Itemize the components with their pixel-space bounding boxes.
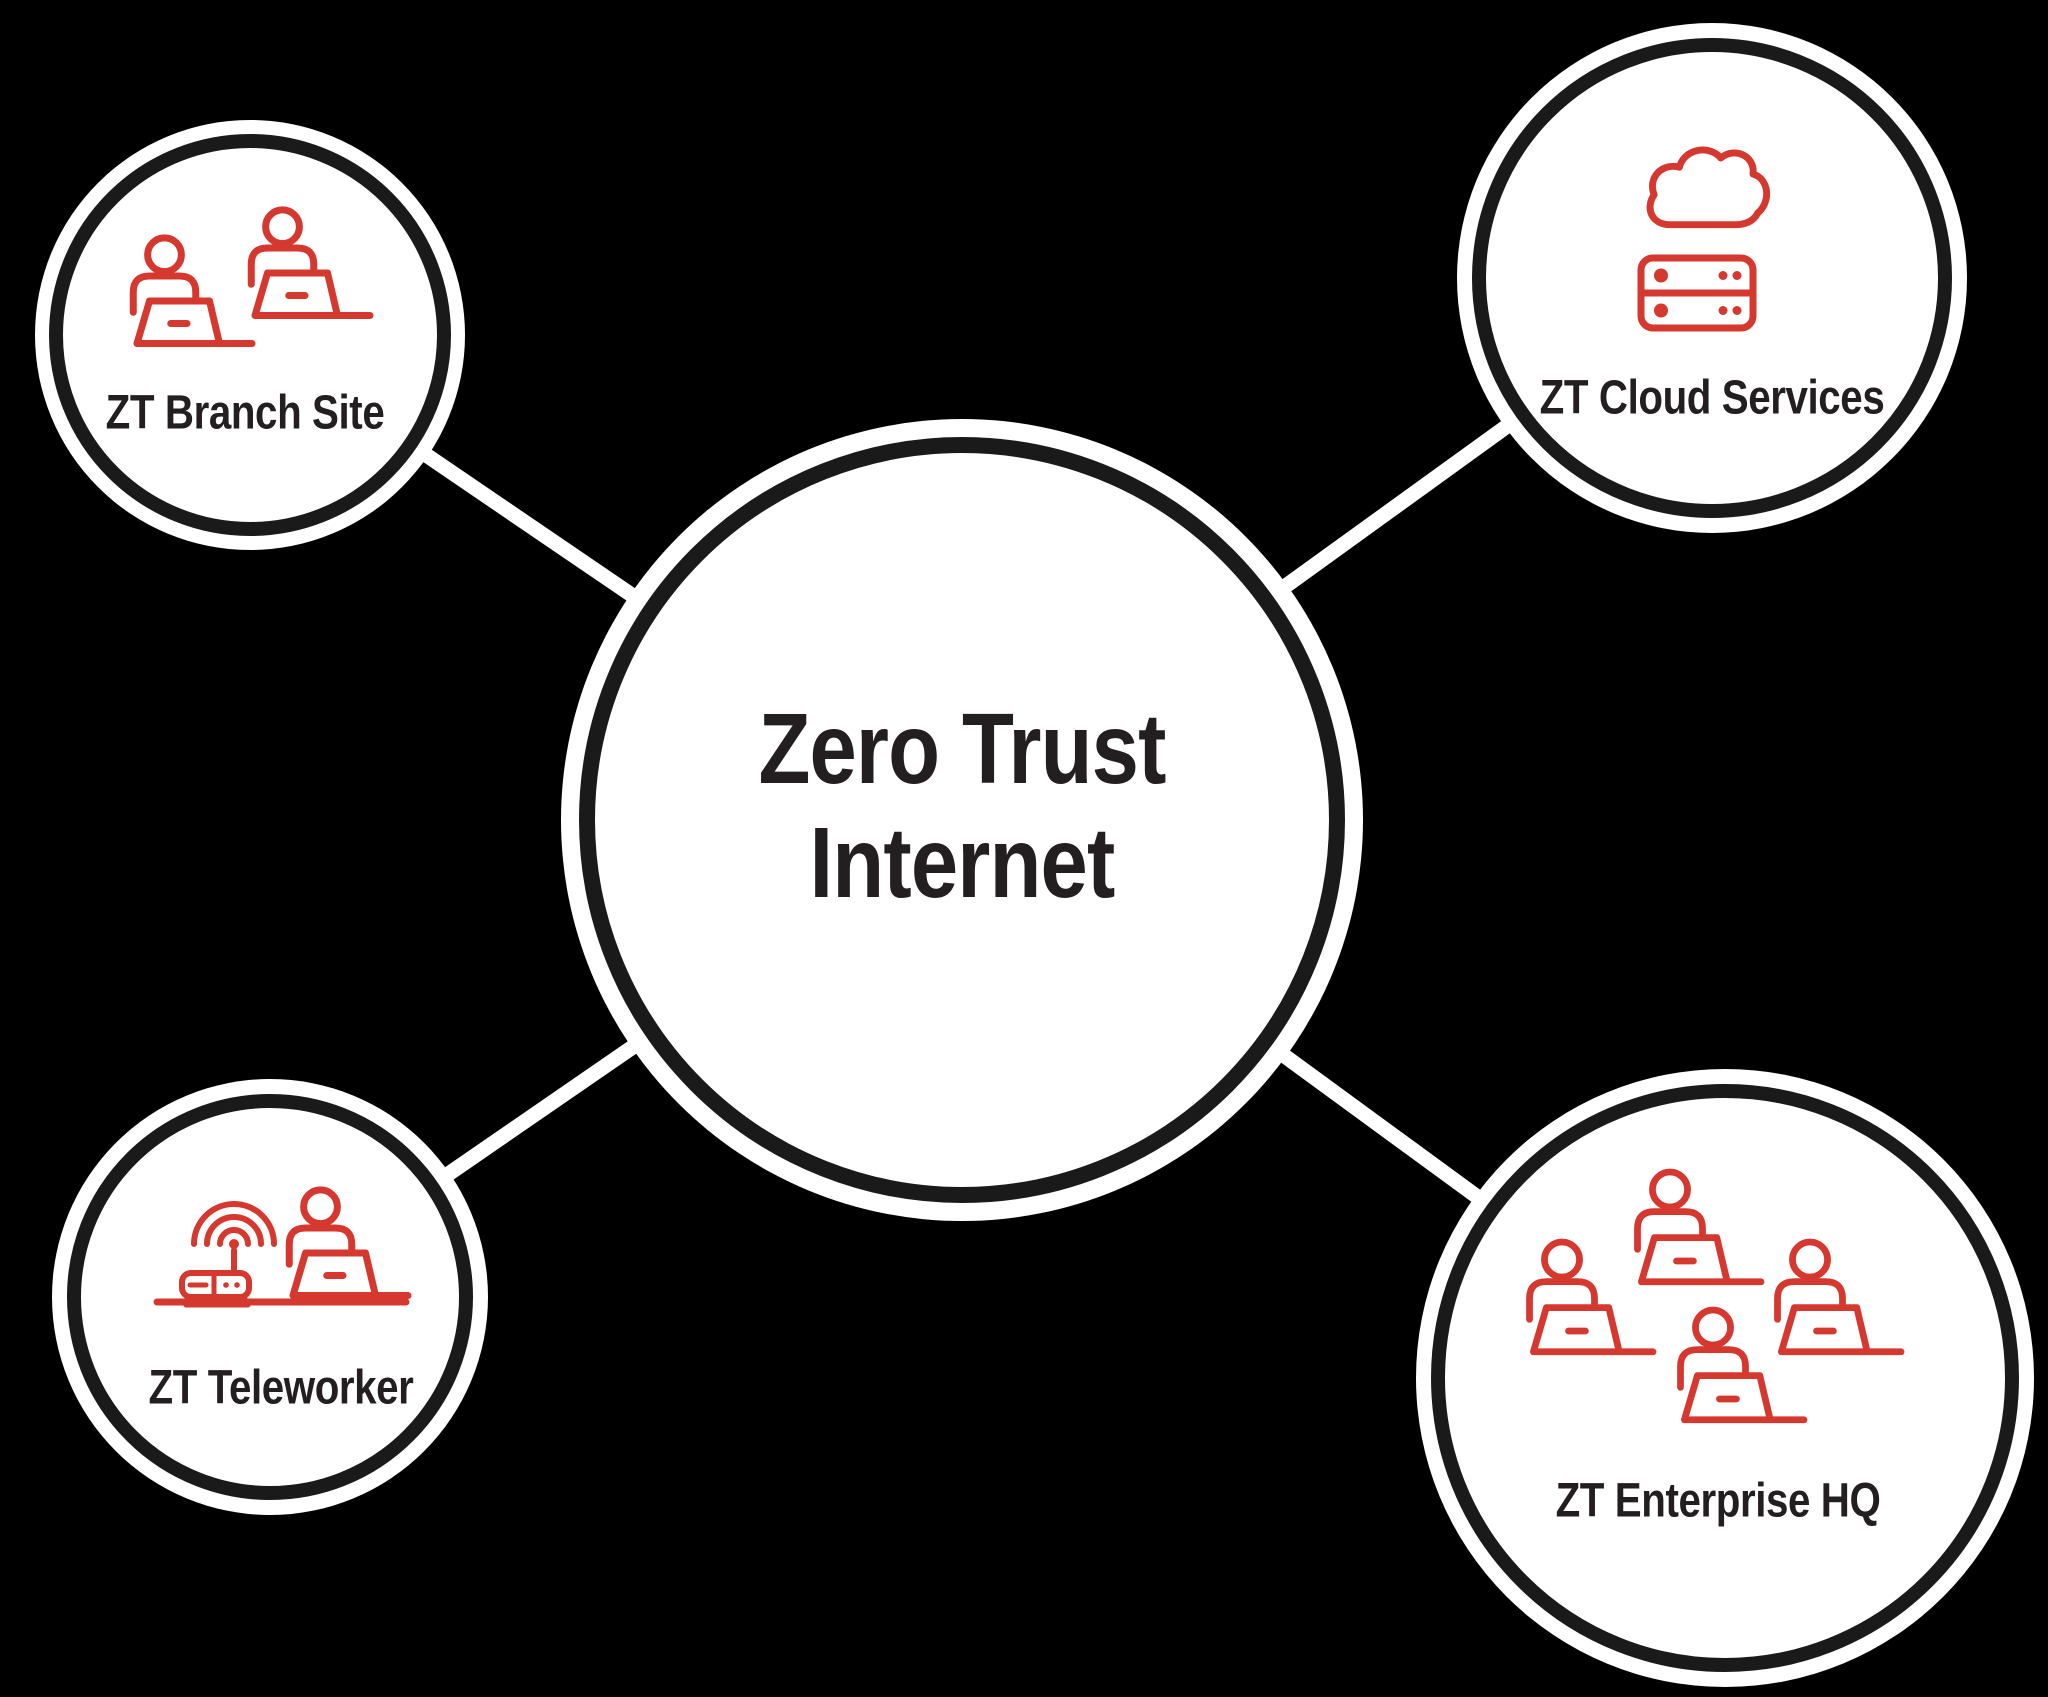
node-center xyxy=(561,419,1363,1221)
wifi-router-and-user-laptop-icon xyxy=(153,1190,408,1308)
center-node-label: Zero Trust Internet xyxy=(758,692,1166,920)
center-label-line1: Zero Trust xyxy=(758,693,1166,805)
enterprise-node-label: ZT Enterprise HQ xyxy=(1555,1474,1881,1528)
teleworker-node-label: ZT Teleworker xyxy=(148,1361,414,1415)
cloud-node-label: ZT Cloud Services xyxy=(1539,371,1885,425)
node-enterprise xyxy=(1416,1069,2034,1687)
center-label-line2: Internet xyxy=(809,807,1116,919)
teleworker-circle xyxy=(67,1094,473,1500)
node-cloud xyxy=(1457,23,1967,533)
branch-circle xyxy=(49,134,451,536)
node-teleworker xyxy=(52,1079,488,1515)
cloud-circle xyxy=(1472,38,1952,518)
cloud-over-server-icon xyxy=(1637,146,1770,332)
wifi-router-icon xyxy=(179,1201,277,1308)
branch-node-label: ZT Branch Site xyxy=(105,386,385,440)
node-branch xyxy=(35,120,465,550)
center-circle xyxy=(579,437,1345,1203)
